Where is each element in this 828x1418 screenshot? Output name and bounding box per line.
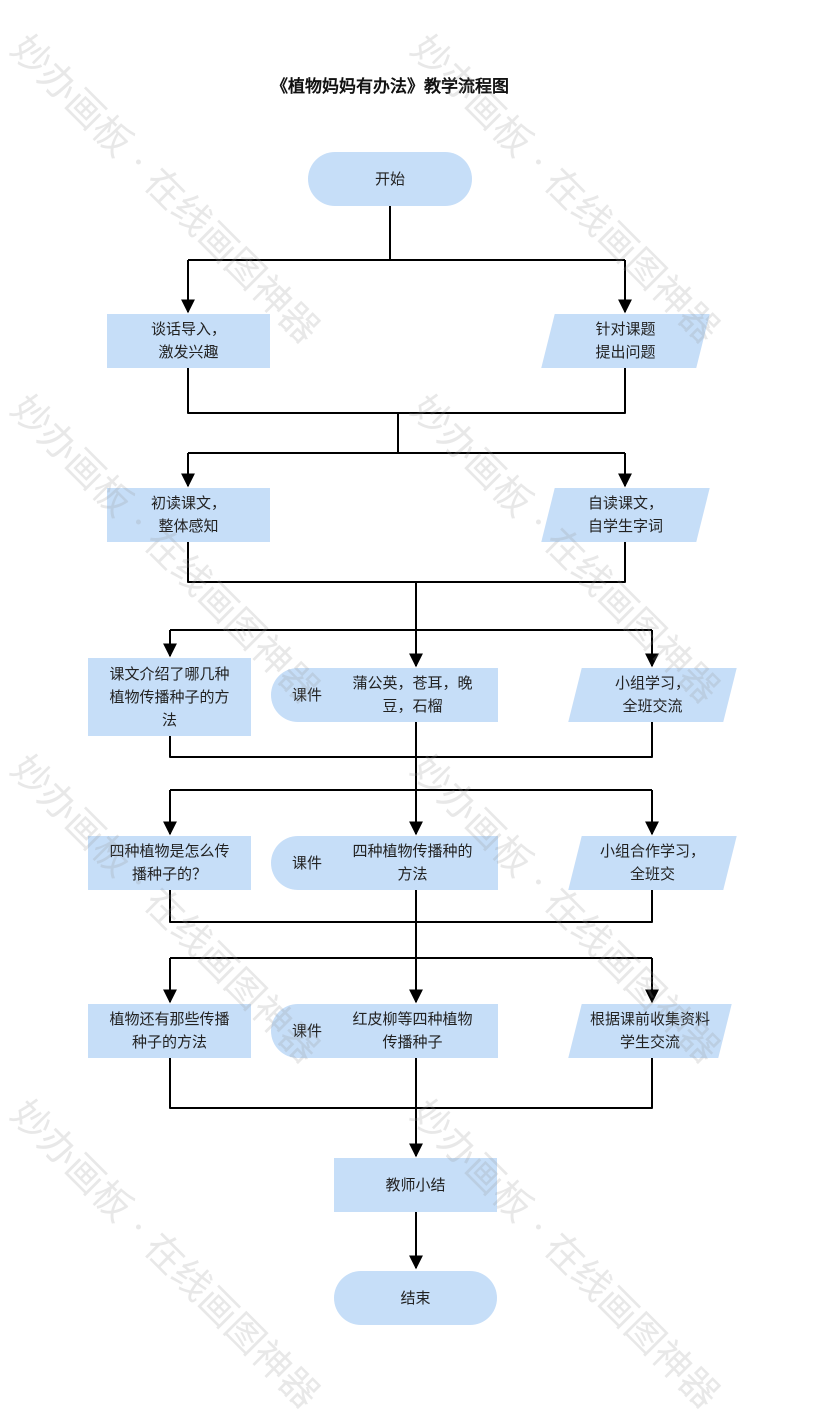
node-teacher-summary: 教师小结 bbox=[334, 1158, 497, 1212]
node-which-plants: 课文介绍了哪几种 植物传播种子的方 法 bbox=[88, 658, 251, 736]
node-first-read: 初读课文， 整体感知 bbox=[107, 488, 270, 542]
node-group-study-label: 小组学习， 全班交流 bbox=[614, 674, 690, 715]
node-which-plants-label: 课文介绍了哪几种 植物传播种子的方 法 bbox=[109, 664, 230, 729]
connector bbox=[169, 1058, 653, 1109]
start-node: 开始 bbox=[308, 152, 472, 206]
courseware-tag: 课件 bbox=[291, 853, 322, 872]
node-first-read-label: 初读课文， 整体感知 bbox=[150, 494, 226, 535]
start-label: 开始 bbox=[374, 169, 405, 188]
end-node: 结束 bbox=[334, 1271, 497, 1325]
node-group-cooperate-label: 小组合作学习， 全班交 bbox=[599, 842, 705, 883]
courseware-tag: 课件 bbox=[291, 1021, 322, 1040]
node-how-spread: 四种植物是怎么传 播种子的？ bbox=[88, 836, 251, 890]
node-how-spread-label: 四种植物是怎么传 播种子的？ bbox=[109, 842, 230, 883]
node-collected-info: 根据课前收集资料 学生交流 bbox=[568, 1004, 732, 1058]
node-talk-intro: 谈话导入， 激发兴趣 bbox=[107, 314, 270, 368]
node-self-read: 自读课文， 自学生字词 bbox=[541, 488, 710, 542]
node-other-methods-label: 植物还有那些传播 种子的方法 bbox=[109, 1010, 230, 1051]
courseware-node-1: 课件 蒲公英，苍耳，晚 豆，石榴 bbox=[271, 668, 498, 722]
connector bbox=[169, 890, 653, 923]
connector bbox=[187, 542, 626, 583]
node-raise-questions: 针对课题 提出问题 bbox=[541, 314, 710, 368]
node-group-cooperate: 小组合作学习， 全班交 bbox=[568, 836, 737, 890]
node-other-methods: 植物还有那些传播 种子的方法 bbox=[88, 1004, 251, 1058]
node-group-study: 小组学习， 全班交流 bbox=[568, 668, 737, 722]
courseware-tag: 课件 bbox=[291, 685, 322, 704]
node-teacher-summary-label: 教师小结 bbox=[385, 1175, 446, 1194]
end-label: 结束 bbox=[400, 1288, 431, 1307]
courseware-node-3: 课件 红皮柳等四种植物 传播种子 bbox=[271, 1004, 498, 1058]
diagram-title: 《植物妈妈有办法》教学流程图 bbox=[271, 77, 509, 97]
node-raise-questions-label: 针对课题 提出问题 bbox=[595, 320, 656, 361]
node-collected-info-label: 根据课前收集资料 学生交流 bbox=[589, 1010, 710, 1051]
courseware-text: 四种植物传播种的 方法 bbox=[352, 842, 473, 883]
connector bbox=[169, 722, 653, 758]
node-self-read-label: 自读课文， 自学生字词 bbox=[587, 494, 663, 535]
node-talk-intro-label: 谈话导入， 激发兴趣 bbox=[150, 320, 226, 361]
courseware-text: 蒲公英，苍耳，晚 豆，石榴 bbox=[352, 674, 473, 715]
courseware-node-2: 课件 四种植物传播种的 方法 bbox=[271, 836, 498, 890]
connector bbox=[187, 368, 626, 414]
courseware-text: 红皮柳等四种植物 传播种子 bbox=[352, 1010, 473, 1051]
